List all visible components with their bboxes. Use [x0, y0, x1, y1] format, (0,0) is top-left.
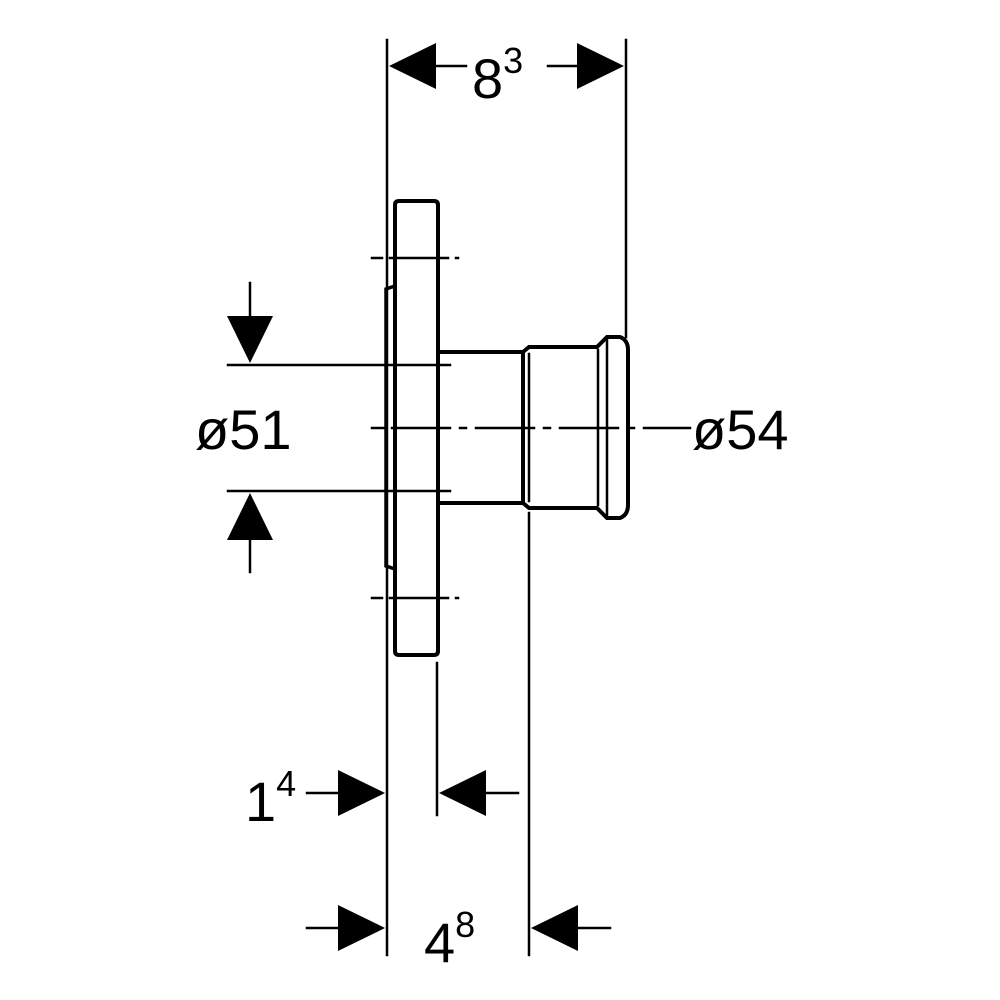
- left-thickness-label: 14: [245, 763, 296, 833]
- diameter-51-arrow-bottom: [227, 493, 273, 540]
- diameter-54-label: ø54: [692, 398, 789, 461]
- top-width-base: 8: [472, 47, 503, 110]
- left-thickness-arrow-right: [439, 770, 486, 816]
- left-thickness-base: 1: [245, 770, 276, 833]
- top-dim-arrow-right: [577, 43, 624, 89]
- diameter-51-arrow-top: [227, 316, 273, 363]
- press-socket: [521, 335, 630, 520]
- left-thickness-sup: 4: [276, 763, 296, 804]
- left-thickness-arrow-left: [338, 770, 385, 816]
- top-dim-arrow-left: [389, 43, 436, 89]
- bottom-dim-arrow-right: [531, 905, 578, 951]
- top-width-sup: 3: [503, 40, 523, 81]
- top-width-label: 83: [472, 40, 523, 110]
- bottom-dim-arrow-left: [338, 905, 385, 951]
- bottom-width-base: 4: [424, 911, 455, 974]
- bottom-width-sup: 8: [455, 904, 475, 945]
- bottom-width-label: 48: [424, 904, 475, 974]
- flange-plate: [393, 199, 440, 657]
- diameter-51-label: ø51: [195, 398, 292, 461]
